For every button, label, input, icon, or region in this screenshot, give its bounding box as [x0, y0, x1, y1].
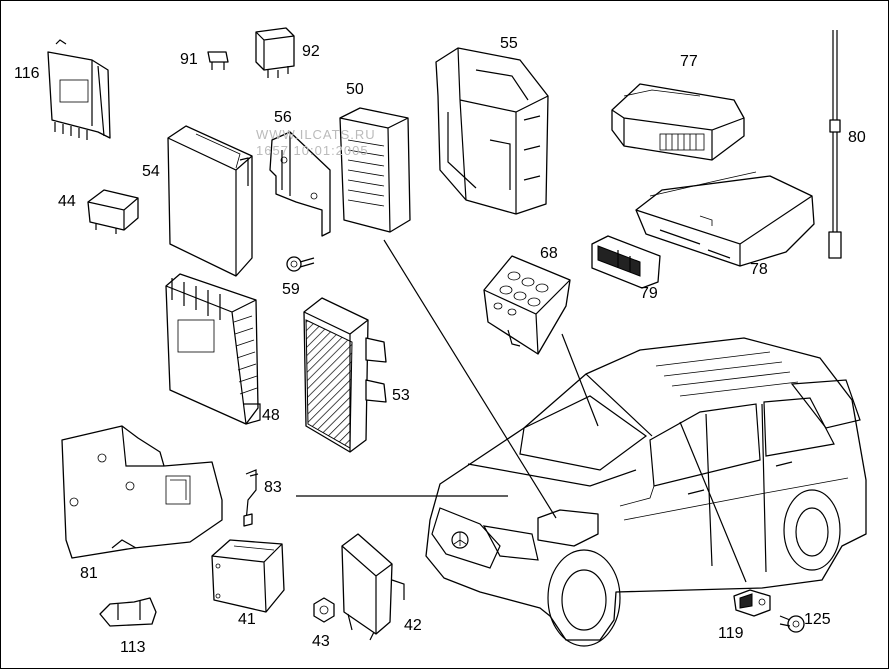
label-116[interactable]: 116 — [14, 65, 40, 82]
part-119-drawing[interactable] — [733, 589, 771, 617]
label-81[interactable]: 81 — [80, 565, 98, 582]
label-50[interactable]: 50 — [346, 81, 364, 98]
part-50-drawing[interactable] — [339, 107, 411, 233]
part-92-drawing[interactable] — [255, 27, 295, 78]
part-43-drawing[interactable] — [313, 597, 335, 623]
part-54-drawing[interactable] — [167, 125, 253, 277]
label-56[interactable]: 56 — [274, 109, 292, 126]
part-44-drawing[interactable] — [87, 189, 139, 234]
label-80[interactable]: 80 — [848, 129, 866, 146]
vehicle-drawing — [425, 337, 867, 647]
label-119[interactable]: 119 — [718, 625, 744, 642]
label-48[interactable]: 48 — [262, 407, 280, 424]
label-125[interactable]: 125 — [804, 611, 831, 628]
part-91-drawing[interactable] — [207, 51, 229, 70]
part-78-drawing[interactable] — [635, 171, 815, 267]
part-42-drawing[interactable] — [341, 533, 405, 641]
part-116-drawing[interactable] — [47, 39, 111, 140]
label-59[interactable]: 59 — [282, 281, 300, 298]
part-83-drawing[interactable] — [243, 469, 259, 527]
label-41[interactable]: 41 — [238, 611, 256, 628]
label-53[interactable]: 53 — [392, 387, 410, 404]
label-91[interactable]: 91 — [180, 51, 198, 68]
label-92[interactable]: 92 — [302, 43, 320, 60]
part-79-drawing[interactable] — [591, 235, 661, 289]
part-125-drawing[interactable] — [779, 615, 805, 633]
label-68[interactable]: 68 — [540, 245, 558, 262]
part-77-drawing[interactable] — [611, 83, 745, 161]
part-59-drawing[interactable] — [286, 256, 315, 272]
part-48-drawing[interactable] — [165, 273, 261, 425]
label-43[interactable]: 43 — [312, 633, 330, 650]
label-113[interactable]: 113 — [120, 639, 146, 656]
part-68-drawing[interactable] — [483, 255, 571, 355]
label-77[interactable]: 77 — [680, 53, 698, 70]
leader-lines — [296, 239, 747, 583]
part-55-drawing[interactable] — [435, 47, 549, 215]
label-44[interactable]: 44 — [58, 193, 76, 210]
part-56-drawing[interactable] — [269, 131, 331, 237]
part-53-drawing[interactable] — [303, 297, 387, 453]
part-81-drawing[interactable] — [61, 425, 223, 559]
watermark-line-2: 1657 10:01:2005 — [256, 143, 369, 158]
part-113-drawing[interactable] — [99, 597, 157, 627]
label-42[interactable]: 42 — [404, 617, 422, 634]
label-79[interactable]: 79 — [640, 285, 658, 302]
label-54[interactable]: 54 — [142, 163, 160, 180]
part-41-drawing[interactable] — [211, 539, 285, 613]
watermark-line-1: WWW.ILCATS.RU — [256, 127, 376, 142]
label-78[interactable]: 78 — [750, 261, 768, 278]
label-83[interactable]: 83 — [264, 479, 282, 496]
label-55[interactable]: 55 — [500, 35, 518, 52]
part-80-drawing[interactable] — [828, 30, 842, 259]
